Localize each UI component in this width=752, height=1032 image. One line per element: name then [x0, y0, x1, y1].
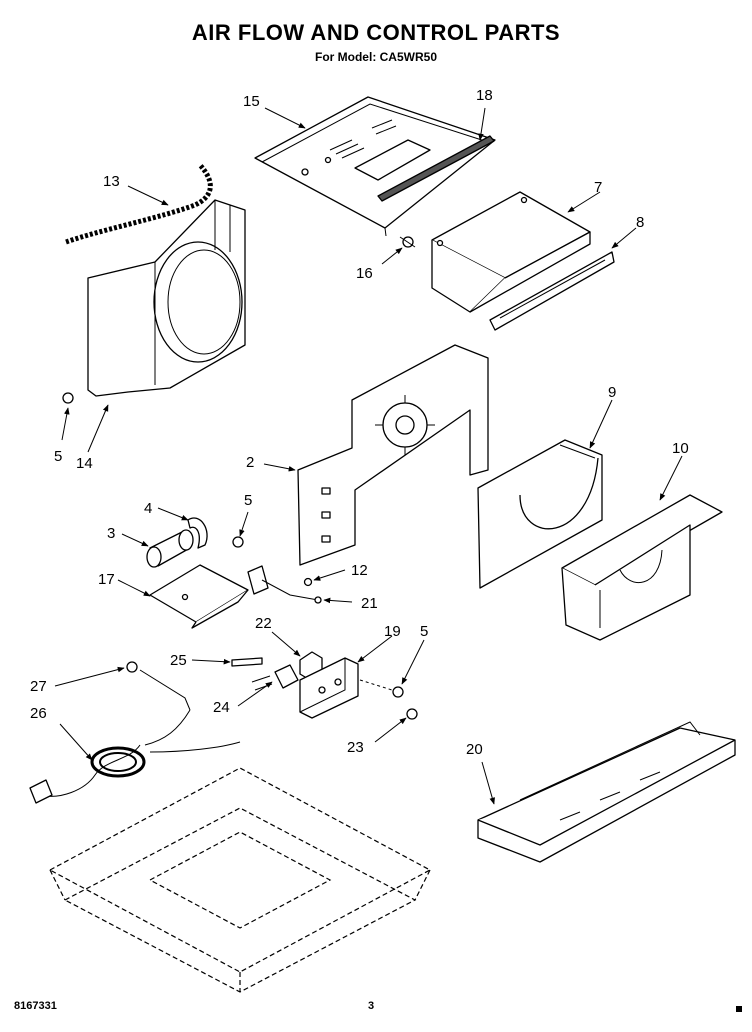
- part-24-thermostat: [251, 664, 299, 691]
- part-20-drain-tray: [477, 721, 736, 863]
- callout-labels: 15 18 13 7 8 16 5 14 9 10 2 4 5 3 17 12 …: [30, 87, 689, 758]
- part-27-screw: [126, 661, 191, 711]
- part-17-bracket: [149, 564, 249, 629]
- callout-21: 21: [361, 595, 378, 612]
- part-10-front-panel: [561, 494, 723, 641]
- model-subtitle: For Model: CA5WR50: [314, 50, 437, 64]
- part-23-screw: [406, 708, 418, 720]
- callout-15: 15: [243, 93, 260, 110]
- part-12-21-sensor: [247, 565, 322, 604]
- callout-5-mid: 5: [244, 492, 252, 509]
- part-2-orifice-panel: [297, 344, 489, 566]
- part-16-screw: [399, 236, 416, 248]
- callout-27: 27: [30, 678, 47, 695]
- callout-17: 17: [98, 571, 115, 588]
- callout-26: 26: [30, 705, 47, 722]
- part-25-shaft: [231, 657, 263, 667]
- page-title: AIR FLOW AND CONTROL PARTS: [191, 20, 561, 45]
- callout-3: 3: [107, 525, 115, 542]
- part-13-gasket: [65, 163, 213, 245]
- callout-25: 25: [170, 652, 187, 669]
- part-9-scroll: [477, 439, 603, 589]
- part-3-capacitor: [146, 529, 194, 568]
- callout-12: 12: [351, 562, 368, 579]
- callout-5-lower: 5: [420, 623, 428, 640]
- callout-16: 16: [356, 265, 373, 282]
- part-8-bracket: [489, 251, 615, 331]
- page-number: 3: [368, 1000, 375, 1012]
- registration-mark: [736, 1006, 742, 1012]
- part-19-control-bracket: [299, 657, 359, 719]
- part-15-top-cover: [254, 96, 496, 237]
- leader-lines: [54, 107, 683, 805]
- callout-20: 20: [466, 741, 483, 758]
- part-14-shroud: [87, 199, 246, 397]
- part-26-power-cord: [29, 709, 241, 804]
- callout-13: 13: [103, 173, 120, 190]
- part-5-screw-left: [62, 392, 74, 404]
- callout-19: 19: [384, 623, 401, 640]
- part-18-seal-strip: [377, 135, 495, 202]
- part-5-screw-mid: [232, 536, 244, 548]
- part-7-control-cover: [431, 191, 591, 313]
- callout-10: 10: [672, 440, 689, 457]
- callout-18: 18: [476, 87, 493, 104]
- callout-22: 22: [255, 615, 272, 632]
- callout-14: 14: [76, 455, 93, 472]
- part-4-strap: [187, 517, 208, 549]
- doc-number: 8167331: [14, 1000, 57, 1012]
- callout-9: 9: [608, 384, 616, 401]
- callout-2: 2: [246, 454, 254, 471]
- callout-24: 24: [213, 699, 230, 716]
- callout-8: 8: [636, 214, 644, 231]
- callout-23: 23: [347, 739, 364, 756]
- part-5-screw-lower: [359, 679, 404, 698]
- callout-4: 4: [144, 500, 152, 517]
- callout-7: 7: [594, 179, 602, 196]
- callout-5-upper: 5: [54, 448, 62, 465]
- base-pan-outline: [48, 767, 432, 993]
